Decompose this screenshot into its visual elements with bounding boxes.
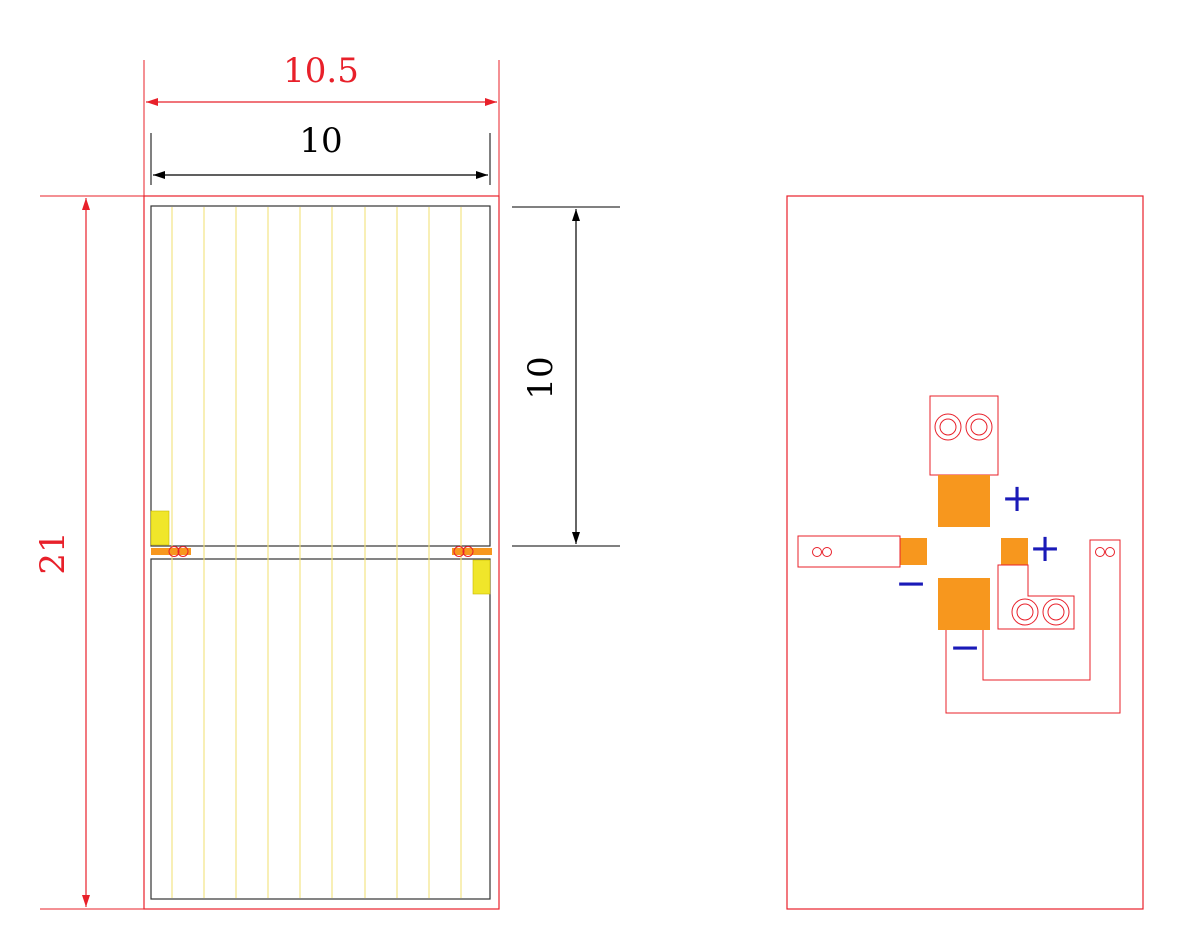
back-outer-frame [786, 195, 1144, 910]
pad-top [938, 475, 990, 527]
pad-bottom [938, 578, 990, 630]
front-cell-bottom [150, 558, 491, 900]
front-cell-top [150, 205, 491, 547]
junction-terminal-top [929, 395, 999, 476]
dimension-outer-width: 10.5 [143, 51, 500, 205]
dimension-outer-width-label: 10.5 [283, 51, 359, 91]
dimension-half-height: 10 [512, 206, 620, 547]
lead-right-holes [1095, 547, 1115, 557]
dimension-outer-height: 21 [33, 195, 150, 910]
polarity-plus-right: + [1029, 526, 1061, 570]
front-outer-frame [143, 195, 500, 910]
dimension-outer-height-label: 21 [33, 531, 73, 574]
polarity-plus-top: + [1001, 476, 1033, 520]
connector-left [151, 546, 191, 557]
lead-left [797, 535, 901, 568]
polarity-minus-left: − [895, 561, 927, 605]
back-view: + + − − [786, 195, 1144, 910]
trace-outer [945, 539, 1121, 714]
busbar-tab-left [150, 510, 170, 546]
connector-right [452, 546, 492, 557]
pad-right [1001, 538, 1028, 565]
dimension-inner-width-label: 10 [299, 121, 342, 161]
pad-left [900, 538, 927, 565]
front-view [143, 195, 500, 910]
polarity-minus-bottom: − [949, 625, 981, 669]
dimension-half-height-label: 10 [521, 356, 561, 399]
junction-terminal-right [997, 564, 1075, 630]
dimension-inner-width: 10 [150, 121, 491, 185]
busbar-tab-right [472, 559, 491, 595]
grid-lines [171, 207, 462, 898]
